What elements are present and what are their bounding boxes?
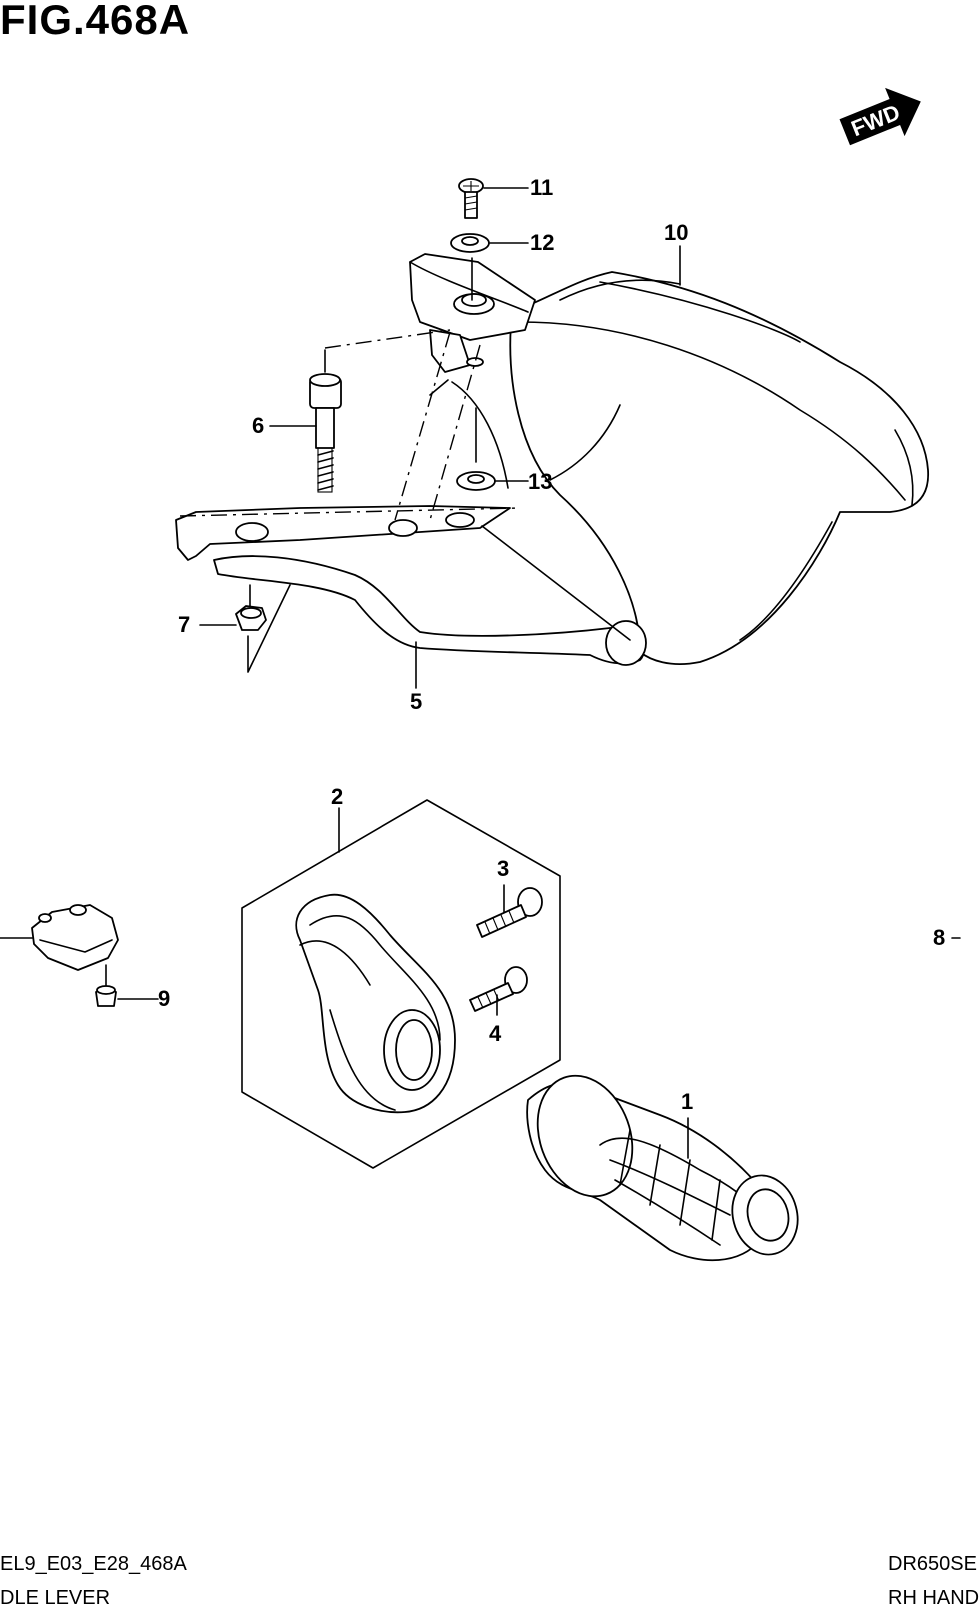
lever-bracket bbox=[175, 505, 521, 561]
bolt-part-6[interactable] bbox=[309, 349, 342, 493]
callout-3: 3 bbox=[497, 856, 509, 881]
callout-labels: 1 2 3 4 5 6 7 8 9 10 11 12 13 bbox=[158, 175, 945, 1114]
hand-guard-part-10[interactable] bbox=[509, 271, 929, 665]
footer-model: DR650SE bbox=[888, 1553, 977, 1575]
footer-left-caption: DLE LEVER bbox=[0, 1587, 111, 1609]
callout-9: 9 bbox=[158, 986, 170, 1011]
screw-part-4[interactable] bbox=[469, 966, 528, 1012]
callout-1: 1 bbox=[681, 1089, 693, 1114]
callout-7: 7 bbox=[178, 612, 190, 637]
screw-part-9[interactable] bbox=[95, 964, 117, 1007]
throttle-case-part-2[interactable] bbox=[241, 799, 561, 1169]
fwd-arrow-icon: FWD bbox=[839, 87, 921, 146]
throttle-grip-part-1[interactable] bbox=[522, 1062, 807, 1262]
callout-4: 4 bbox=[489, 1021, 502, 1046]
callout-11: 11 bbox=[530, 175, 553, 200]
washer-part-12[interactable] bbox=[450, 233, 490, 253]
callout-8: 8 bbox=[933, 925, 945, 950]
footer-right-caption: RH HAND bbox=[888, 1587, 979, 1609]
footer-drawing-code: EL9_E03_E28_468A bbox=[0, 1553, 187, 1575]
callout-12: 12 bbox=[530, 230, 554, 255]
leader-lines bbox=[117, 187, 961, 1159]
callout-10: 10 bbox=[664, 220, 688, 245]
callout-6: 6 bbox=[252, 413, 264, 438]
brake-lever-part-5[interactable] bbox=[213, 555, 647, 666]
screw-part-3[interactable] bbox=[476, 887, 543, 938]
callout-5: 5 bbox=[410, 689, 422, 714]
callout-13: 13 bbox=[528, 469, 552, 494]
washer-part-13[interactable] bbox=[456, 407, 496, 491]
screw-part-11[interactable] bbox=[458, 178, 484, 219]
nut-part-7[interactable] bbox=[235, 584, 291, 673]
callout-2: 2 bbox=[331, 784, 343, 809]
switch-part-8[interactable] bbox=[0, 904, 119, 971]
figure-title: FIG.468A bbox=[0, 0, 191, 43]
